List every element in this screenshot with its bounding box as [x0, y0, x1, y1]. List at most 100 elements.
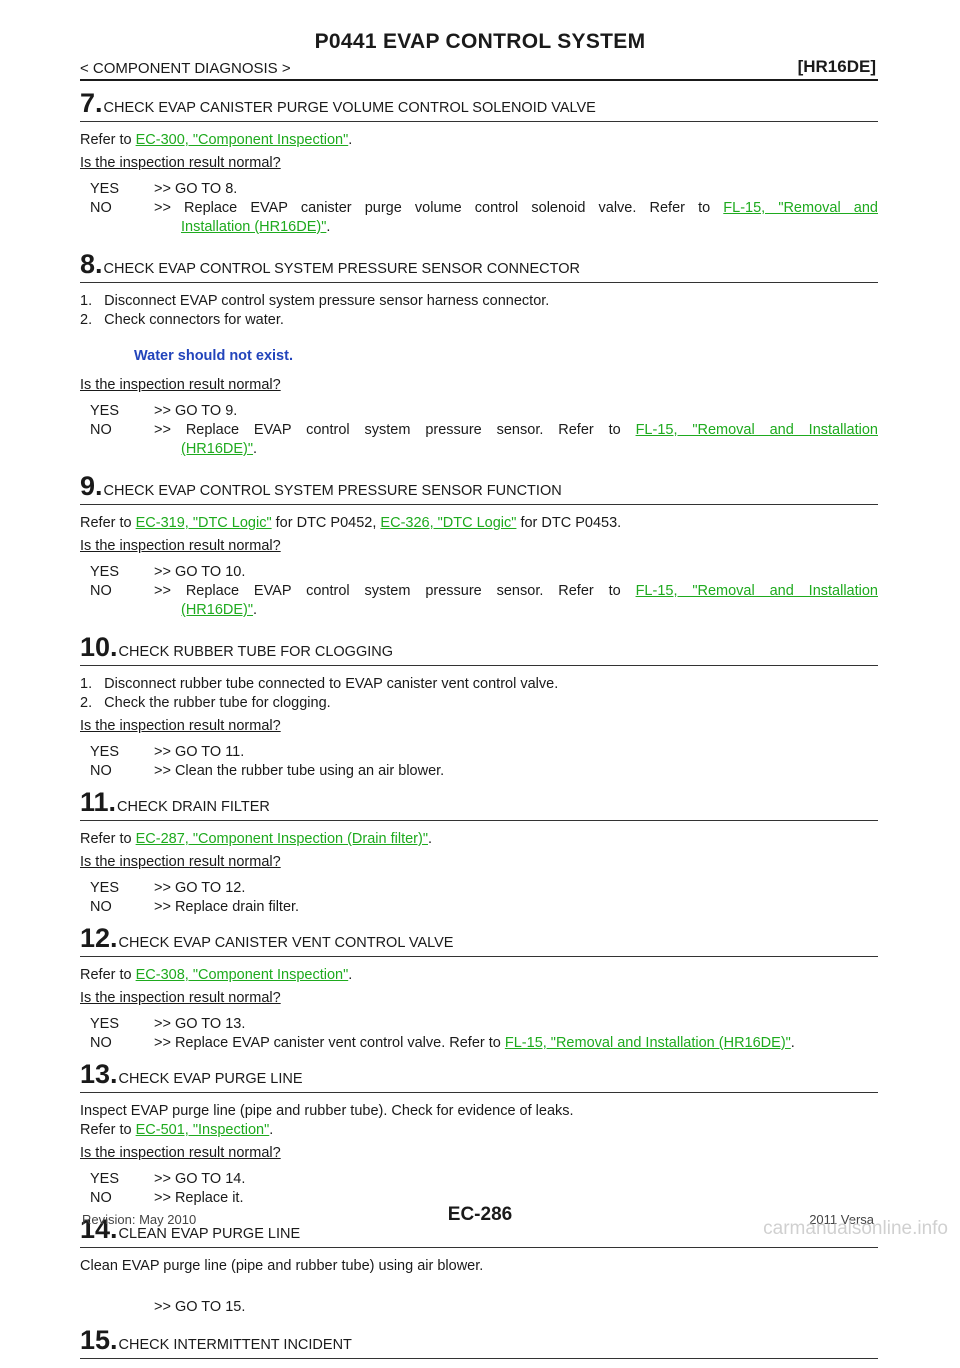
list-item: 2. Check the rubber tube for clogging.: [80, 695, 331, 711]
no-text-prefix: >> Replace EVAP canister vent control va…: [154, 1035, 505, 1051]
no-label: NO: [90, 583, 112, 599]
list-item: 2. Check connectors for water.: [80, 312, 284, 328]
goto-answer: >> GO TO 15.: [80, 1298, 878, 1317]
ref-link-ec300[interactable]: EC-300, "Component Inspection": [135, 132, 349, 148]
step-title: CHECK EVAP CANISTER PURGE VOLUME CONTROL…: [103, 100, 596, 116]
no-answer: NO >> Replace EVAP control system pressu…: [80, 582, 878, 620]
no-text: >> Clean the rubber tube using an air bl…: [154, 763, 445, 779]
ref-link-fl15-cont[interactable]: Installation (HR16DE)": [181, 219, 327, 235]
refer-prefix: Refer to: [80, 132, 136, 148]
refer-suffix: for DTC P0453.: [516, 515, 622, 531]
yes-answer: YES >> GO TO 13.: [80, 1015, 878, 1034]
yes-label: YES: [90, 880, 120, 896]
step-title: CHECK RUBBER TUBE FOR CLOGGING: [118, 644, 394, 660]
ref-link-ec501[interactable]: EC-501, "Inspection": [135, 1122, 270, 1138]
refer-middle: for DTC P0452,: [271, 515, 381, 531]
step-number: 10.: [80, 632, 118, 662]
list-item: 1. Disconnect EVAP control system pressu…: [80, 293, 550, 309]
step-13-heading: 13. CHECK EVAP PURGE LINE: [80, 1059, 878, 1093]
step-title: CHECK EVAP CONTROL SYSTEM PRESSURE SENSO…: [103, 261, 580, 277]
step-title: CHECK EVAP CANISTER VENT CONTROL VALVE: [118, 935, 454, 951]
no-text-prefix: >> Replace EVAP control system pressure …: [154, 583, 636, 599]
yes-label: YES: [90, 403, 120, 419]
refer-line: Refer to EC-300, "Component Inspection".: [80, 131, 878, 150]
yes-label: YES: [90, 564, 120, 580]
yes-text: >> GO TO 12.: [154, 880, 246, 896]
watermark: carmanualsonline.info: [763, 1218, 948, 1239]
inspection-question: Is the inspection result normal?: [80, 718, 281, 734]
page-number: EC-286: [447, 1204, 513, 1225]
ref-link-fl15[interactable]: FL-15, "Removal and Installation (HR16DE…: [504, 1035, 791, 1051]
step-8-heading: 8. CHECK EVAP CONTROL SYSTEM PRESSURE SE…: [80, 249, 878, 283]
yes-text: >> GO TO 10.: [154, 564, 246, 580]
no-label: NO: [90, 763, 112, 779]
ref-link-fl15[interactable]: FL-15, "Removal and: [723, 200, 878, 216]
step-10-heading: 10. CHECK RUBBER TUBE FOR CLOGGING: [80, 632, 878, 666]
no-text-prefix: >> Replace EVAP control system pressure …: [154, 422, 636, 438]
yes-text: >> GO TO 13.: [154, 1016, 246, 1032]
yes-label: YES: [90, 744, 120, 760]
list-item: 1. Disconnect rubber tube connected to E…: [80, 676, 559, 692]
yes-answer: YES >> GO TO 8.: [80, 180, 878, 199]
step-title: CHECK DRAIN FILTER: [117, 799, 270, 815]
refer-suffix: .: [269, 1122, 274, 1138]
yes-answer: YES >> GO TO 9.: [80, 402, 878, 421]
refer-prefix: Refer to: [80, 831, 136, 847]
ref-link-fl15-cont[interactable]: (HR16DE)": [181, 441, 254, 457]
spec-note: Water should not exist.: [134, 348, 293, 364]
yes-answer: YES >> GO TO 11.: [80, 743, 878, 762]
ref-link-fl15[interactable]: FL-15, "Removal and Installation: [635, 583, 878, 599]
refer-suffix: .: [348, 132, 353, 148]
refer-line: Refer to EC-308, "Component Inspection".: [80, 966, 878, 985]
refer-line: Refer to EC-287, "Component Inspection (…: [80, 830, 878, 849]
no-label: NO: [90, 1190, 112, 1206]
refer-prefix: Refer to: [80, 967, 136, 983]
revision-label: Revision: May 2010: [82, 1212, 197, 1227]
ref-link-ec308[interactable]: EC-308, "Component Inspection": [135, 967, 349, 983]
page-title: P0441 EVAP CONTROL SYSTEM: [314, 30, 646, 53]
body-text: Inspect EVAP purge line (pipe and rubber…: [80, 1103, 574, 1119]
yes-answer: YES >> GO TO 10.: [80, 563, 878, 582]
step-7-heading: 7. CHECK EVAP CANISTER PURGE VOLUME CONT…: [80, 88, 878, 122]
refer-prefix: Refer to: [80, 1122, 136, 1138]
no-text-suffix: .: [790, 1035, 795, 1051]
ref-link-ec287[interactable]: EC-287, "Component Inspection (Drain fil…: [135, 831, 428, 847]
no-text-suffix: .: [253, 602, 258, 618]
no-text: >> Replace drain filter.: [154, 899, 300, 915]
step-11-heading: 11. CHECK DRAIN FILTER: [80, 787, 878, 821]
step-title: CHECK EVAP PURGE LINE: [118, 1071, 303, 1087]
yes-answer: YES >> GO TO 14.: [80, 1170, 878, 1189]
no-label: NO: [90, 422, 112, 438]
refer-suffix: .: [348, 967, 353, 983]
ref-link-ec326[interactable]: EC-326, "DTC Logic": [380, 515, 517, 531]
yes-label: YES: [90, 1016, 120, 1032]
step-number: 8.: [80, 249, 103, 279]
ref-link-fl15[interactable]: FL-15, "Removal and Installation: [635, 422, 878, 438]
step-title: CLEAN EVAP PURGE LINE: [118, 1226, 301, 1242]
refer-suffix: .: [427, 831, 433, 847]
no-text: >> Replace EVAP control system pressure …: [154, 582, 878, 620]
yes-text: >> GO TO 14.: [154, 1171, 246, 1187]
no-answer: NO >> Replace EVAP canister purge volume…: [80, 199, 878, 237]
step-number: 11.: [80, 787, 117, 817]
step-title: CHECK INTERMITTENT INCIDENT: [118, 1337, 352, 1353]
goto-text: >> GO TO 15.: [154, 1299, 246, 1315]
inspection-question: Is the inspection result normal?: [80, 854, 281, 870]
ref-link-fl15-cont[interactable]: (HR16DE)": [181, 602, 254, 618]
yes-text: >> GO TO 11.: [154, 744, 245, 760]
no-text: >> Replace it.: [154, 1190, 244, 1206]
step-number: 12.: [80, 923, 118, 953]
step-title: CHECK EVAP CONTROL SYSTEM PRESSURE SENSO…: [103, 483, 562, 499]
yes-text: >> GO TO 8.: [154, 181, 238, 197]
yes-label: YES: [90, 1171, 120, 1187]
section-label: < COMPONENT DIAGNOSIS >: [80, 60, 291, 77]
step-9-heading: 9. CHECK EVAP CONTROL SYSTEM PRESSURE SE…: [80, 471, 878, 505]
inspection-question: Is the inspection result normal?: [80, 377, 281, 393]
step-number: 15.: [80, 1325, 118, 1355]
refer-line: Refer to EC-501, "Inspection".: [80, 1121, 878, 1140]
procedure-content: 7. CHECK EVAP CANISTER PURGE VOLUME CONT…: [80, 84, 878, 1368]
engine-label: [HR16DE]: [797, 57, 876, 76]
ref-link-ec319[interactable]: EC-319, "DTC Logic": [135, 515, 272, 531]
no-answer: NO >> Replace EVAP canister vent control…: [80, 1034, 878, 1053]
blank-label: [80, 1298, 154, 1317]
